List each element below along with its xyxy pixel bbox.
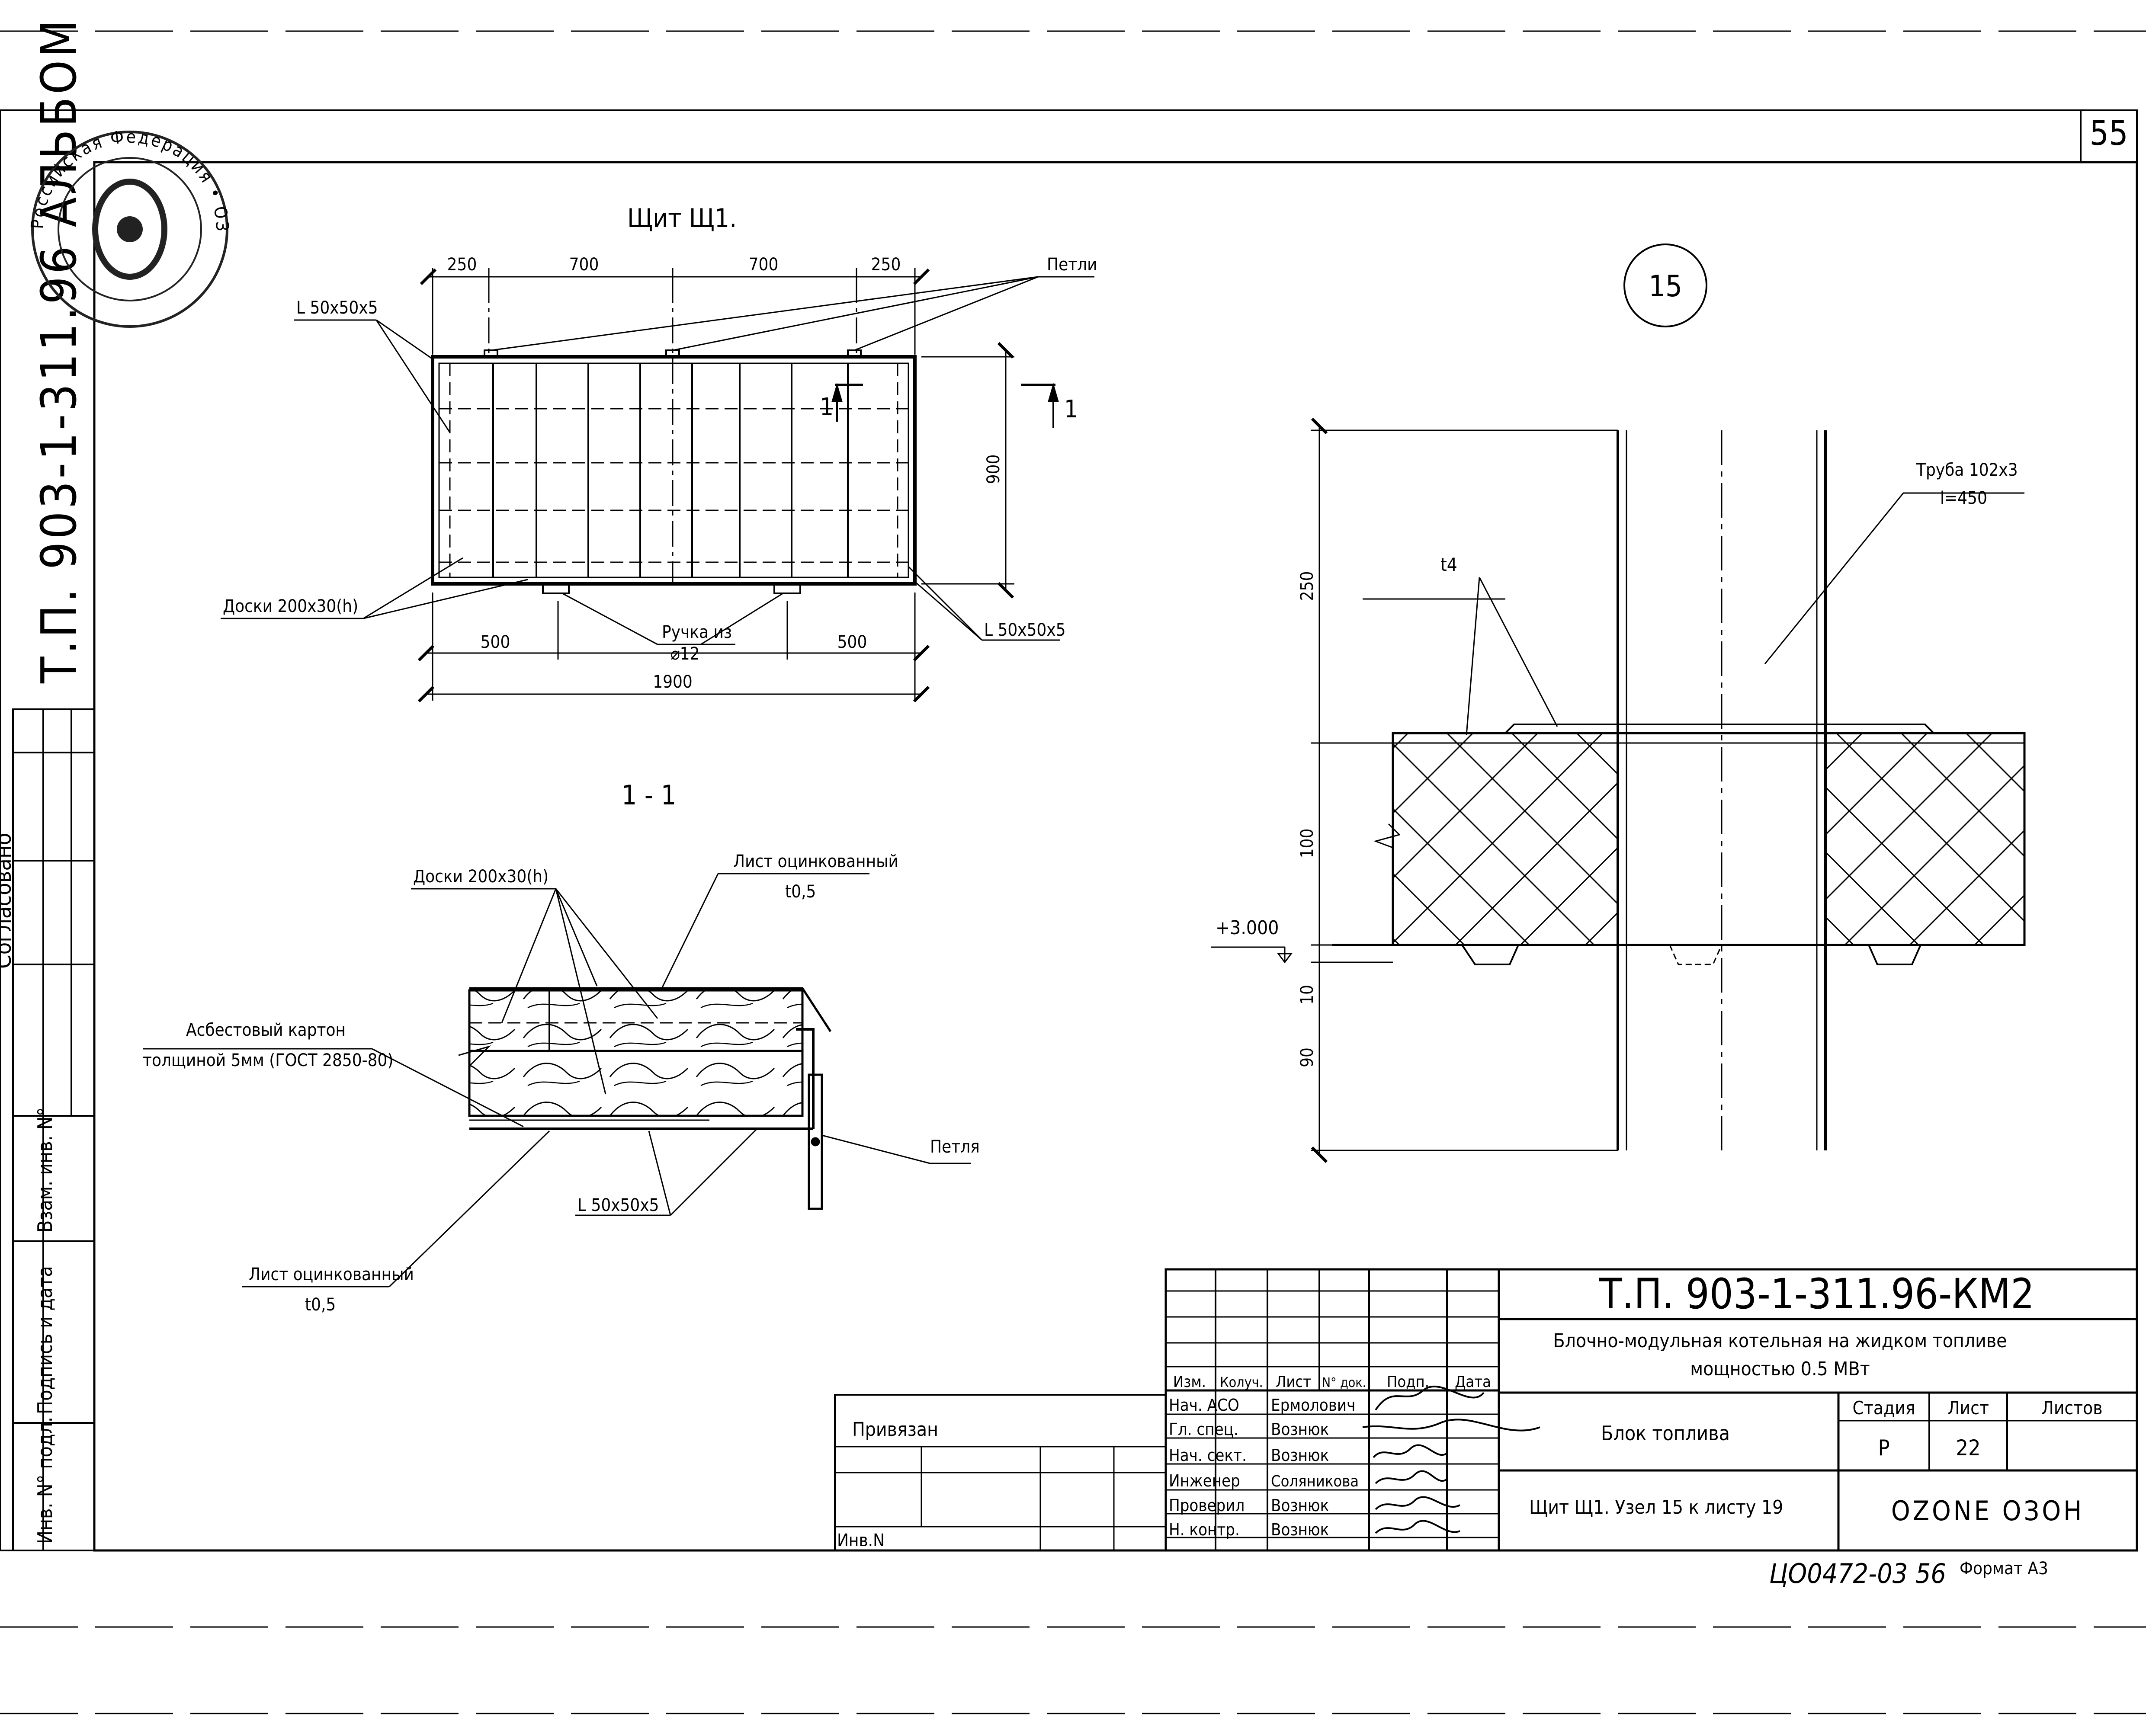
tb-header-sign: Подп. (1387, 1373, 1429, 1391)
dim-top-1: 250 (447, 255, 477, 275)
sec-label-sheet-top-1: Лист оцинкованный (733, 852, 898, 871)
section-leaders (143, 873, 971, 1288)
section-mark-left: 1 (820, 393, 834, 421)
section-arrow-left (831, 383, 843, 402)
tb-sheet-value: 22 (1956, 1435, 1980, 1461)
strip-sign-date: Подпись и дата (33, 1266, 57, 1414)
label-angle-bottom: L 50x50x5 (984, 620, 1066, 640)
sec-label-angle: L 50x50x5 (577, 1195, 659, 1215)
footer-format: Формат А3 (1960, 1559, 2048, 1579)
section-mark-right: 1 (1064, 395, 1078, 423)
section-title: 1 - 1 (622, 779, 677, 811)
tb-name-3: Вознюк (1271, 1446, 1329, 1465)
node-dimensions (1211, 417, 2024, 1163)
dim-bottom-1: 500 (481, 632, 510, 652)
tb-project-1: Блочно-модульная котельная на жидком топ… (1553, 1330, 2007, 1352)
label-angle-top: L 50x50x5 (296, 298, 378, 318)
dim-height: 900 (984, 455, 1004, 484)
dim-total: 1900 (653, 672, 693, 692)
tb-header-izm: Изм. (1173, 1373, 1206, 1391)
label-boards: Доски 200x30(h) (223, 596, 358, 616)
node-drawing (1332, 430, 2026, 1150)
dim-top-2: 700 (569, 255, 599, 275)
node-elevation: +3.000 (1216, 917, 1279, 939)
tb-project-2: мощностью 0.5 МВт (1690, 1358, 1870, 1380)
sec-label-asbestos-2: толщиной 5мм (ГОСТ 2850-80) (143, 1051, 393, 1070)
label-handle-1: Ручка из (662, 622, 732, 642)
panel-plan (431, 277, 917, 594)
tb-name-4: Соляникова (1271, 1473, 1359, 1490)
tb-role-4: Инженер (1169, 1471, 1240, 1490)
tb-drawing-title: Щит Щ1. Узел 15 к листу 19 (1529, 1496, 1783, 1518)
node-dim-2: 100 (1297, 829, 1317, 858)
tb-inv: Инв.N (837, 1531, 885, 1550)
tb-header-doc: N° док. (1322, 1375, 1366, 1390)
panel-leaders (221, 276, 1094, 645)
footer-handwritten-code: ЦО0472-03 56 (1769, 1558, 1946, 1589)
node-number-circle (1623, 243, 1707, 327)
sec-label-sheet-bottom-1: Лист оцинкованный (249, 1265, 414, 1284)
title-block-grid (834, 1268, 2138, 1552)
dim-bottom-2: 500 (837, 632, 867, 652)
tb-role-2: Гл. спец. (1169, 1420, 1238, 1439)
tb-stage-label: Стадия (1853, 1397, 1915, 1419)
node-number: 15 (1649, 269, 1682, 304)
dim-top-3: 700 (749, 255, 779, 275)
tb-name-2: Вознюк (1271, 1420, 1329, 1439)
section-arrow-right (1048, 383, 1059, 402)
node-label-plate: t4 (1440, 554, 1457, 575)
tb-sheet-title: Блок топлива (1601, 1422, 1730, 1445)
label-handle-2: ⌀12 (670, 644, 699, 664)
node-dim-3: 10 (1297, 985, 1317, 1005)
scan-edge-lines (0, 30, 2146, 1714)
sec-label-loop: Петля (930, 1137, 980, 1157)
sec-label-sheet-bottom-2: t0,5 (305, 1295, 336, 1315)
left-approval-strip (12, 708, 95, 1551)
tb-role-6: Н. контр. (1169, 1520, 1240, 1539)
signatures (1362, 1385, 1540, 1534)
dim-top-4: 250 (871, 255, 901, 275)
elevation-marker (1277, 953, 1293, 964)
tb-designation: Т.П. 903-1-311.96-КМ2 (1599, 1270, 2034, 1318)
tb-name-6: Вознюк (1271, 1520, 1329, 1539)
sheet-number: 55 (2089, 114, 2128, 153)
node-label-pipe-2: l=450 (1940, 488, 1987, 508)
panel-dimensions (417, 268, 1014, 703)
tb-role-1: Нач. АСО (1169, 1396, 1239, 1415)
panel-title: Щит Щ1. (627, 203, 737, 234)
tb-role-5: Проверил (1169, 1496, 1245, 1515)
label-loops: Петли (1047, 255, 1097, 275)
sec-label-boards: Доски 200x30(h) (413, 867, 549, 887)
node-dim-1: 250 (1297, 571, 1317, 601)
node-label-pipe-1: Труба 102x3 (1916, 460, 2018, 480)
sec-label-asbestos-1: Асбестовый картон (186, 1020, 346, 1040)
tb-sheets-label: Листов (2041, 1397, 2102, 1419)
tb-name-5: Вознюк (1271, 1496, 1329, 1515)
node-dim-4: 90 (1297, 1047, 1317, 1067)
tb-company-logo: OZONE ОЗОН (1891, 1495, 2084, 1527)
strip-inv-exchange: Взам. инв. N° (33, 1107, 57, 1233)
tb-header-list: Лист (1276, 1373, 1311, 1391)
tb-role-3: Нач. сект. (1169, 1446, 1247, 1465)
strip-agreed: Согласовано (0, 833, 16, 969)
tb-linked: Привязан (852, 1419, 938, 1441)
tb-sheet-label: Лист (1947, 1397, 1989, 1419)
tb-header-koluch: Колуч. (1220, 1374, 1263, 1390)
sec-label-sheet-top-2: t0,5 (785, 882, 816, 902)
strip-inv-original: Инв. N° подл. (33, 1417, 57, 1544)
tb-header-date: Дата (1455, 1373, 1491, 1391)
album-code: Т.П. 903-1-311.96 АЛЬБОМ 6 (31, 0, 87, 684)
section-drawing (458, 987, 832, 1210)
tb-stage-value: Р (1878, 1435, 1889, 1461)
tb-name-1: Ермолович (1271, 1396, 1355, 1415)
